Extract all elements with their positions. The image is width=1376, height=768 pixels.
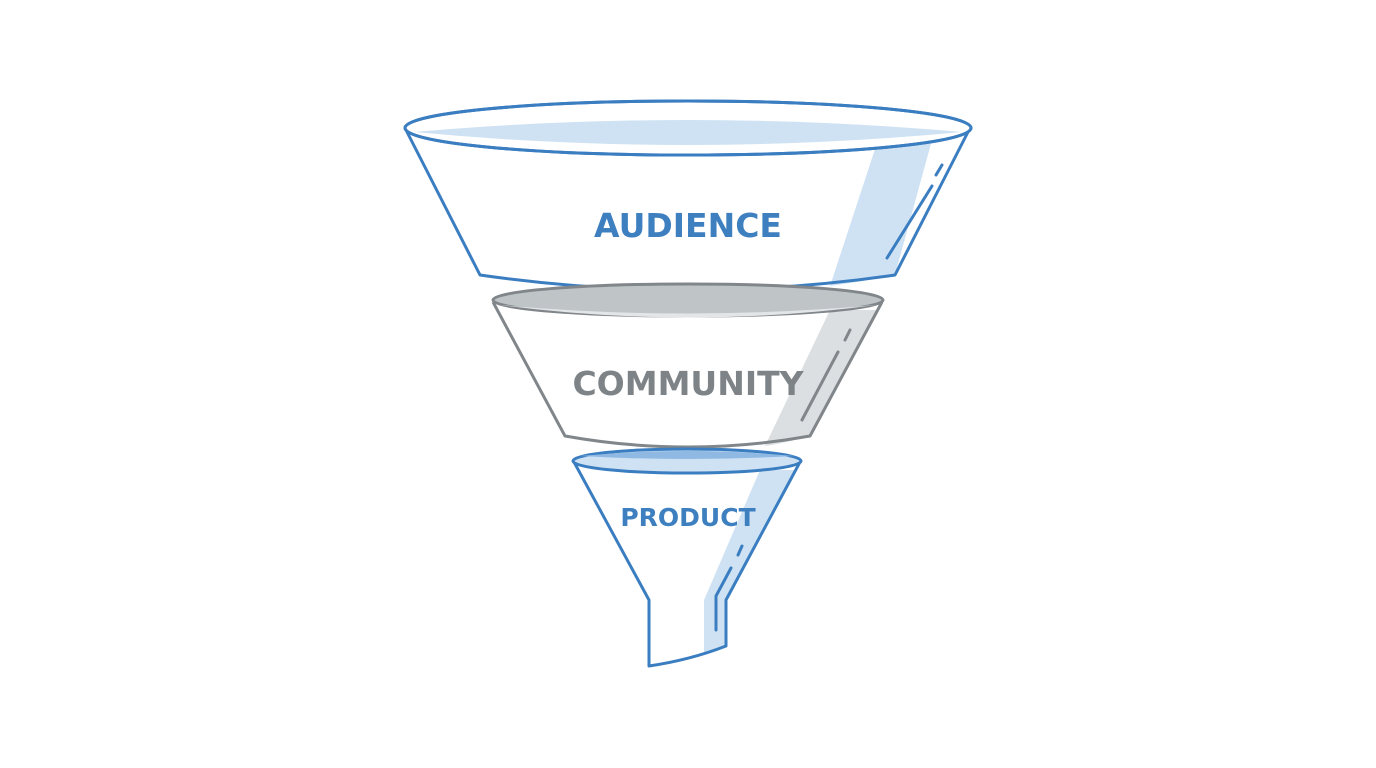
funnel-stage-audience	[403, 99, 973, 292]
funnel-stage-community	[491, 282, 885, 449]
funnel-stage-product	[571, 447, 803, 668]
stage-label-product: PRODUCT	[620, 503, 756, 532]
stage-label-community: COMMUNITY	[572, 364, 804, 403]
stage-label-audience: AUDIENCE	[594, 206, 782, 245]
